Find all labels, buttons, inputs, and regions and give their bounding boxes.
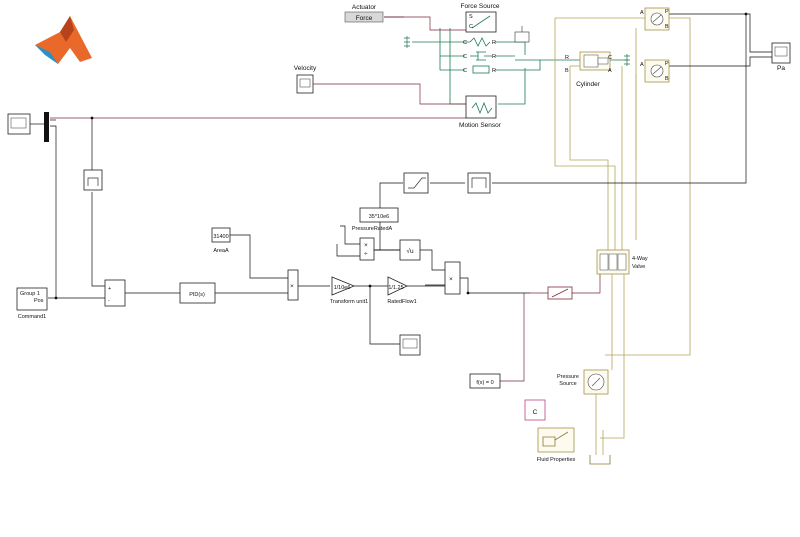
pa-label: Pa [777, 65, 785, 72]
sum-block[interactable]: + - [104, 279, 126, 307]
svg-text:C: C [463, 54, 467, 60]
svg-text:A: A [640, 62, 644, 68]
rate-limiter-left[interactable] [83, 169, 103, 191]
svg-text:C: C [533, 409, 538, 416]
svg-text:B: B [665, 24, 669, 30]
pressure-sensor-bottom[interactable]: A P B [640, 59, 670, 83]
divide-block[interactable]: × ÷ [359, 237, 375, 261]
fluid-properties-label: Fluid Properties [537, 457, 576, 463]
svg-text:B: B [565, 68, 569, 74]
force-label: Force [356, 15, 373, 22]
pressure-source-label-2: Source [559, 381, 576, 387]
reservoir-icon [589, 455, 611, 465]
motion-sensor-label: Motion Sensor [459, 122, 502, 129]
svg-text:A: A [640, 10, 644, 16]
svg-text:C: C [469, 24, 473, 30]
svg-text:-: - [108, 298, 110, 304]
svg-text:Pos: Pos [34, 298, 44, 304]
svg-text:P: P [665, 9, 669, 15]
pa-scope[interactable]: Pa [771, 42, 791, 72]
left-scope[interactable] [7, 113, 31, 135]
svg-text:B: B [665, 76, 669, 82]
actuator-force-block[interactable]: Force Actuator [344, 4, 384, 23]
mass-icon: C R [463, 65, 496, 74]
svg-text:C: C [463, 68, 467, 74]
svg-text:R: R [492, 68, 496, 74]
area-constant[interactable]: 31400 AreaA [211, 227, 231, 254]
command1-label: Command1 [18, 314, 46, 320]
four-way-valve[interactable]: 4-Way Valve [596, 249, 648, 275]
svg-text:P: P [665, 61, 669, 67]
product-block-2[interactable]: × [444, 261, 461, 295]
transform-scope[interactable] [399, 334, 421, 356]
velocity-scope[interactable]: Velocity [294, 65, 317, 94]
transform-label: Transform unit1 [330, 299, 368, 305]
matlab-logo-icon [35, 16, 92, 64]
svg-text:PID(s): PID(s) [189, 292, 205, 298]
pressure-sensor-top[interactable]: A P B [640, 7, 670, 31]
mechanical-reference-icon [514, 26, 530, 43]
damper-icon: C R [463, 51, 496, 61]
svg-text:f(x) = 0: f(x) = 0 [476, 380, 493, 386]
cylinder-block[interactable]: R B C A Cylinder [565, 51, 612, 88]
pid-controller[interactable]: PID(s) [179, 282, 216, 304]
fluid-properties-block[interactable]: Fluid Properties [537, 427, 576, 463]
svg-text:C: C [463, 40, 467, 46]
velocity-label: Velocity [294, 65, 317, 72]
svg-text:R: R [492, 54, 496, 60]
transform-gain[interactable]: 1/10e6 Transform unit1 [330, 276, 368, 305]
constant-c-block[interactable]: C [524, 399, 546, 421]
motion-sensor-block[interactable]: Motion Sensor [459, 95, 502, 129]
ground-icon [404, 36, 630, 66]
svg-text:1/10e6: 1/10e6 [334, 285, 351, 291]
svg-text:R: R [565, 55, 569, 61]
rated-flow-gain[interactable]: 1/1.25 RatedFlow1 [387, 276, 417, 305]
rated-flow-label: RatedFlow1 [387, 299, 416, 305]
valve-label-line2: Valve [632, 264, 645, 270]
svg-text:+: + [108, 286, 111, 292]
saturation-icon[interactable] [403, 172, 429, 194]
valve-label-line1: 4-Way [632, 256, 648, 262]
svg-text:÷: ÷ [364, 251, 368, 258]
svg-text:√u: √u [406, 247, 414, 255]
product-block-1[interactable]: × [287, 269, 299, 301]
physical-connections [50, 16, 601, 382]
pressure-rated-constant[interactable]: 35*10e6 PressureRatedA [352, 207, 399, 232]
svg-text:C: C [608, 55, 612, 61]
area-label: AreaA [213, 248, 229, 254]
rate-limiter-right[interactable] [467, 172, 491, 194]
actuator-label: Actuator [352, 4, 377, 11]
force-source-label: Force Source [460, 3, 499, 10]
mechanical-connections [412, 28, 628, 105]
svg-text:1/1.25: 1/1.25 [388, 285, 403, 291]
svg-text:×: × [449, 276, 453, 283]
svg-text:35*10e6: 35*10e6 [369, 214, 390, 220]
cylinder-label: Cylinder [576, 81, 601, 88]
hydraulic-connections [554, 17, 691, 455]
sqrt-block[interactable]: √u [399, 239, 421, 261]
junction-dots [54, 12, 748, 300]
svg-text:Group 1: Group 1 [20, 291, 40, 297]
svg-text:×: × [364, 242, 368, 249]
force-source-block[interactable]: Force Source S C [460, 3, 500, 33]
pressure-rated-label: PressureRatedA [352, 226, 393, 232]
pressure-source[interactable]: Pressure Source [557, 369, 609, 395]
solver-configuration[interactable]: f(x) = 0 [469, 373, 501, 389]
spring-icon: C R [463, 37, 496, 47]
svg-text:×: × [290, 283, 294, 290]
svg-text:R: R [492, 40, 496, 46]
pressure-source-label-1: Pressure [557, 374, 579, 380]
mux-block [30, 112, 49, 142]
signal-converter[interactable] [547, 286, 573, 300]
svg-text:A: A [608, 68, 612, 74]
svg-text:31400: 31400 [213, 234, 228, 240]
command-signal-builder[interactable]: Group 1 Pos Command1 [16, 287, 48, 320]
svg-text:S: S [469, 14, 473, 20]
